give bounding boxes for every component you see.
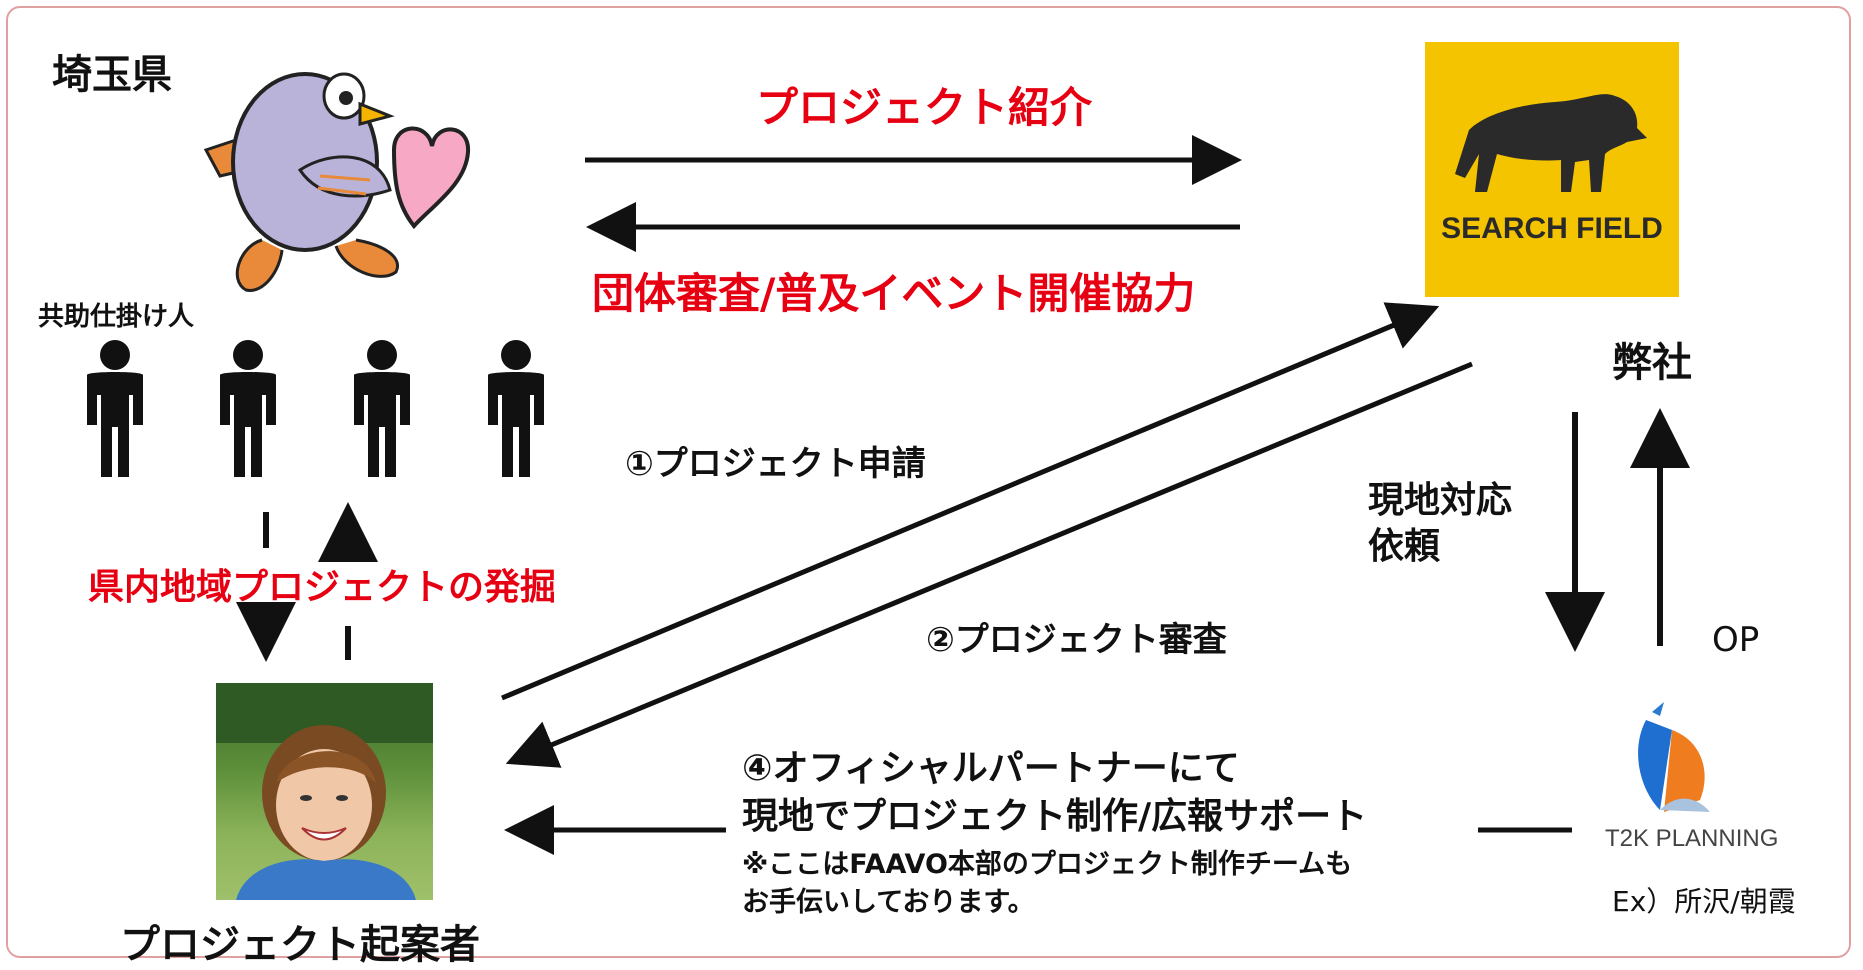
t2k-logo-text: T2K PLANNING (1605, 825, 1778, 852)
step4-line2: 現地でプロジェクト制作/広報サポート (742, 796, 1368, 837)
local-request-line1: 現地対応 (1368, 480, 1513, 521)
search-field-logo-text: SEARCH FIELD (1441, 212, 1663, 245)
step1-label: ①プロジェクト申請 (625, 444, 926, 484)
saitama-mascot-icon (203, 72, 471, 292)
helpers-label: 共助仕掛け人 (38, 302, 195, 332)
person-icon (488, 340, 544, 477)
note-line2: お手伝いしております。 (742, 887, 1035, 918)
example-label: Ex）所沢/朝霞 (1612, 885, 1796, 918)
search-field-logo: SEARCH FIELD (1425, 42, 1679, 297)
step2-label: ②プロジェクト審査 (926, 620, 1227, 660)
local-request-label: 現地対応 依頼 (1368, 478, 1512, 570)
step4-block: ④オフィシャルパートナーにて 現地でプロジェクト制作/広報サポート (742, 745, 1367, 841)
cooperation-label: 団体審査/普及イベント開催協力 (592, 269, 1196, 318)
op-label: OP (1712, 620, 1760, 660)
step4-line1: ④オフィシャルパートナーにて (742, 748, 1240, 789)
arrow-project-application (501, 302, 1440, 701)
helper-people (87, 340, 544, 477)
person-icon (354, 340, 410, 477)
project-intro-label: プロジェクト紹介 (756, 83, 1093, 132)
person-icon (87, 340, 143, 477)
t2k-star-icon (1652, 702, 1664, 716)
t2k-planning-logo: T2K PLANNING (1605, 702, 1778, 852)
company-label: 弊社 (1612, 340, 1692, 386)
person-icon (220, 340, 276, 477)
note-block: ※ここはFAAVO本部のプロジェクト制作チームも お手伝いしております。 (742, 846, 1352, 922)
proposer-photo (216, 683, 433, 900)
arrow-project-review (505, 361, 1473, 768)
prefecture-label: 埼玉県 (52, 52, 172, 98)
note-line1: ※ここはFAAVO本部のプロジェクト制作チームも (742, 849, 1353, 880)
hyena-icon (1455, 94, 1647, 192)
discovery-label: 県内地域プロジェクトの発掘 (88, 567, 557, 608)
proposer-label: プロジェクト起案者 (120, 922, 480, 968)
local-request-line2: 依頼 (1368, 526, 1441, 567)
